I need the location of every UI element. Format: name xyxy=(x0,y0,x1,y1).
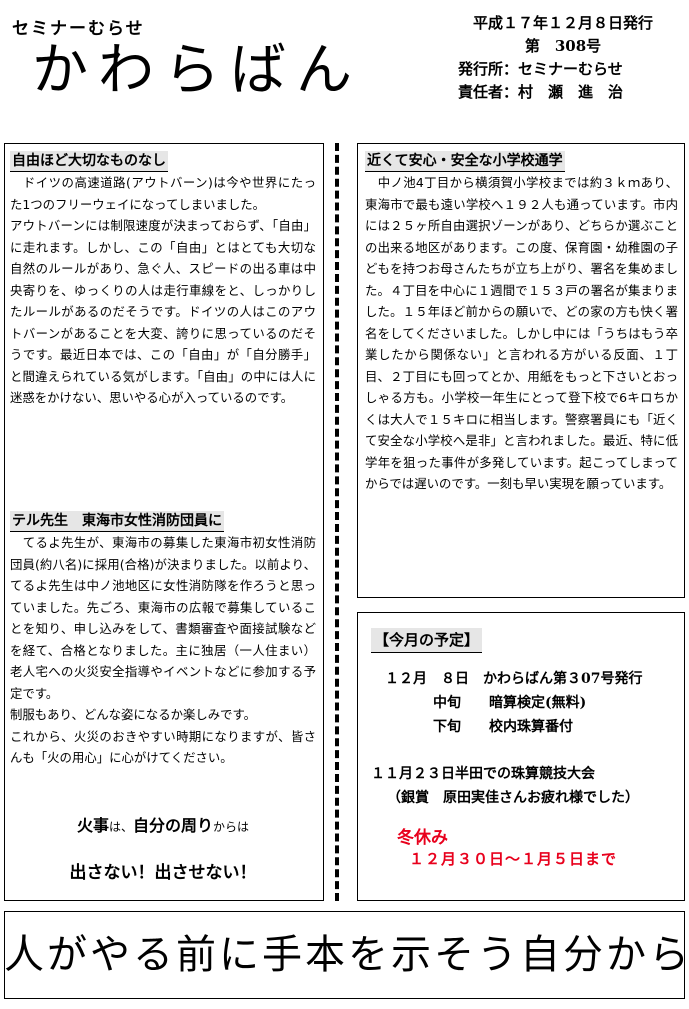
article-body: てるよ先生が、東海市の募集した東海市初女性消防団員(約八名)に採用(合格)が決ま… xyxy=(10,532,316,769)
article-heading: 自由ほど大切なものなし xyxy=(10,151,168,172)
schedule-title: 【今月の予定】 xyxy=(371,628,483,653)
bottom-slogan: 人がやる前に手本を示そう自分から xyxy=(4,932,689,978)
newsletter-subtitle: セミナーむらせ xyxy=(12,19,145,39)
issue-info: 平成１７年１２月８日発行 第 308号 発行所：セミナーむらせ 責任者：村 瀬 … xyxy=(458,12,668,104)
particle: からは xyxy=(213,820,250,834)
fire-slogan-line2: 出さない！出させない！ xyxy=(69,863,257,883)
paragraph: アウトバーンには制限速度が決まっておらず、「自由」に走れます。しかし、この「自由… xyxy=(10,218,316,405)
fire-slogan-line1: 火事は、自分の周りからは xyxy=(10,812,316,836)
issue-date: 平成１７年１２月８日発行 xyxy=(472,14,653,32)
article-body: ドイツの高速道路(アウトバーン)は今や世界にたった1つのフリーウェイになってしま… xyxy=(10,172,316,409)
particle: は、 xyxy=(108,820,133,834)
newsletter-title: かわらばん xyxy=(32,38,362,103)
schedule-item: （銀賞 原田実佳さんお疲れ様でした） xyxy=(387,790,639,806)
schedule-item: 中旬 暗算検定(無料) xyxy=(433,695,587,711)
schedule-box xyxy=(357,612,685,901)
article-school-commute: 近くて安心・安全な小学校通学 中ノ池4丁目から横須賀小学校までは約３ｋｍあり、東… xyxy=(365,150,678,495)
article-fire-brigade: テル先生 東海市女性消防団員に てるよ先生が、東海市の募集した東海市初女性消防団… xyxy=(10,510,316,769)
editor: 責任者：村 瀬 進 治 xyxy=(458,83,624,101)
issue-number: 第 308号 xyxy=(524,37,602,55)
column-divider xyxy=(335,143,339,901)
paragraph: 制服もあり、どんな姿になるか楽しみです。 xyxy=(10,707,257,722)
schedule-item: １２月 ８日 かわらばん第３07号発行 xyxy=(385,671,643,687)
paragraph: てるよ先生が、東海市の募集した東海市初女性消防団員(約八名)に採用(合格)が決ま… xyxy=(10,535,316,701)
article-heading: テル先生 東海市女性消防団員に xyxy=(10,511,224,532)
article-freedom: 自由ほど大切なものなし ドイツの高速道路(アウトバーン)は今や世界にたった1つの… xyxy=(10,150,316,409)
schedule-item: 下旬 校内珠算番付 xyxy=(433,719,573,735)
paragraph: 中ノ池4丁目から横須賀小学校までは約３ｋｍあり、東海市で最も遠い学校へ１９２人も… xyxy=(365,175,678,491)
schedule-item: １１月２３日半田での珠算競技大会 xyxy=(371,766,595,782)
left-column-box xyxy=(4,143,324,901)
paragraph: これから、火災のおきやすい時期になりますが、皆さんも「火の用心」に心がけてくださ… xyxy=(10,728,316,766)
school-article-box xyxy=(357,143,685,598)
article-heading: 近くて安心・安全な小学校通学 xyxy=(365,151,565,172)
winter-break-dates: １２月３０日～１月５日まで xyxy=(409,850,618,868)
own-surroundings: 自分の周り xyxy=(133,816,214,835)
winter-break-title: 冬休み xyxy=(397,828,448,848)
paragraph: ドイツの高速道路(アウトバーン)は今や世界にたった1つのフリーウェイになってしま… xyxy=(10,175,316,212)
article-body: 中ノ池4丁目から横須賀小学校までは約３ｋｍあり、東海市で最も遠い学校へ１９２人も… xyxy=(365,172,678,495)
publisher: 発行所：セミナーむらせ xyxy=(458,60,623,78)
slogan-box xyxy=(4,911,685,999)
fire-word: 火事 xyxy=(76,816,109,835)
